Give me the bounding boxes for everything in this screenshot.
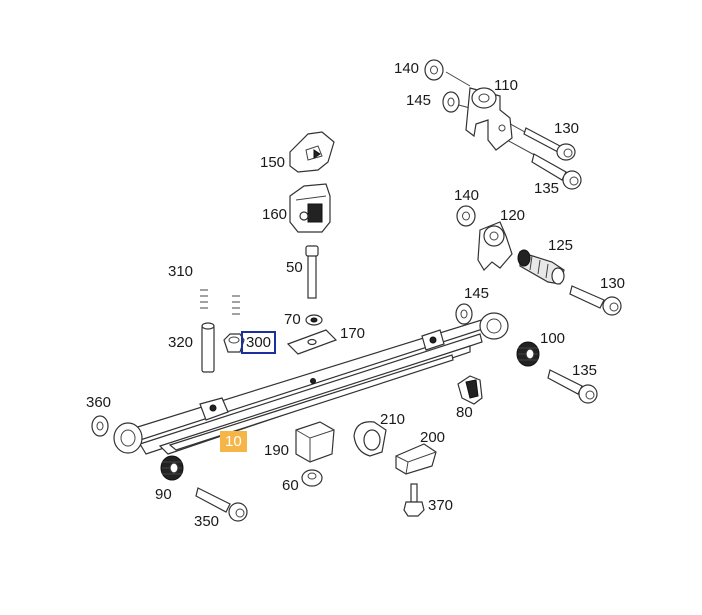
u-bolt-310 [200, 237, 240, 318]
part-label-150[interactable]: 150 [260, 154, 286, 171]
bolt-130b [569, 285, 622, 316]
bushing-90 [160, 455, 184, 481]
washer-70 [305, 314, 323, 326]
bracket-210 [353, 421, 387, 457]
shackle-120 [477, 221, 513, 271]
part-label-200[interactable]: 200 [420, 429, 446, 446]
part-label-130[interactable]: 130 [554, 120, 580, 137]
part-label-135-right[interactable]: 135 [572, 362, 598, 379]
plate-170 [286, 329, 338, 355]
bolt-135a [531, 153, 582, 190]
part-label-140-right[interactable]: 140 [454, 187, 480, 204]
washer-140a [424, 59, 444, 81]
bolt-50 [305, 245, 319, 299]
part-label-120[interactable]: 120 [500, 207, 526, 224]
bolt-350 [195, 487, 248, 522]
clamp-200 [395, 443, 437, 475]
spacer-320 [201, 322, 215, 373]
screw-370 [403, 483, 425, 517]
washer-360 [91, 415, 109, 437]
part-label-110[interactable]: 110 [494, 77, 518, 94]
bushing-100 [516, 341, 540, 367]
part-label-300-selected[interactable]: 300 [240, 331, 277, 354]
part-label-70[interactable]: 70 [284, 311, 301, 328]
part-label-310[interactable]: 310 [168, 263, 194, 280]
part-label-320[interactable]: 320 [168, 334, 194, 351]
part-label-190[interactable]: 190 [264, 442, 290, 459]
part-label-130-right[interactable]: 130 [600, 275, 626, 292]
part-label-90[interactable]: 90 [155, 486, 172, 503]
bracket-110 [465, 87, 513, 151]
part-label-350[interactable]: 350 [194, 513, 220, 530]
nut-60 [301, 469, 323, 487]
part-label-125[interactable]: 125 [548, 237, 574, 254]
leaf-spring [113, 312, 509, 455]
part-label-145-right[interactable]: 145 [464, 285, 490, 302]
clip-80 [457, 375, 483, 405]
washer-145a [442, 91, 460, 113]
washer-140b [456, 205, 476, 227]
part-label-370[interactable]: 370 [428, 497, 454, 514]
part-label-50[interactable]: 50 [286, 259, 303, 276]
part-label-210[interactable]: 210 [380, 411, 406, 428]
part-label-140[interactable]: 140 [394, 60, 420, 77]
washer-145b [455, 303, 473, 325]
nut-300 [223, 333, 245, 353]
part-label-10-highlighted[interactable]: 10 [220, 431, 247, 452]
bolt-130a [523, 127, 576, 161]
bolt-135b [547, 369, 598, 404]
block-190 [295, 421, 335, 463]
part-label-160[interactable]: 160 [262, 206, 288, 223]
part-label-80[interactable]: 80 [456, 404, 473, 421]
part-160 [289, 183, 331, 233]
part-label-360[interactable]: 360 [86, 394, 112, 411]
part-label-100[interactable]: 100 [540, 330, 566, 347]
part-label-145[interactable]: 145 [406, 92, 432, 109]
part-150 [289, 131, 335, 173]
part-label-60[interactable]: 60 [282, 477, 299, 494]
part-label-170[interactable]: 170 [340, 325, 366, 342]
bushing-125 [517, 249, 565, 285]
part-label-135[interactable]: 135 [534, 180, 560, 197]
